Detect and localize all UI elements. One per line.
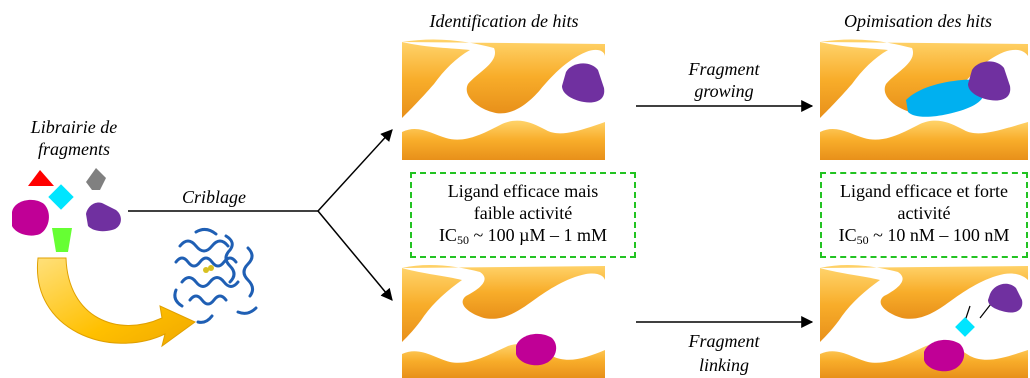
magenta-fragment: [12, 199, 49, 236]
pocket-optimised-top: [820, 39, 1028, 160]
opt-box-line2: activité: [897, 202, 951, 223]
hit-box-line1: Ligand efficace mais: [447, 180, 599, 201]
grey-fragment: [86, 168, 106, 190]
pocket-hit-top: [402, 39, 605, 160]
curved-yellow-arrow: [37, 257, 196, 348]
arrow-to-hit-top: [317, 129, 393, 212]
arrow-to-hit-bottom: [317, 210, 393, 301]
growing-label-line2: growing: [694, 81, 754, 101]
screening-label: Criblage: [182, 187, 247, 207]
pocket-hit-bottom: [402, 265, 605, 378]
pocket-optimised-bottom: [820, 265, 1028, 378]
hit-info-box: Ligand efficace mais faible activité IC5…: [410, 172, 636, 258]
growing-label-line1: Fragment: [688, 59, 760, 79]
hit-box-line2: faible activité: [473, 202, 573, 223]
opt-box-line1: Ligand efficace et forte: [839, 180, 1009, 201]
protein-structure: [173, 227, 258, 324]
red-triangle-fragment: [28, 170, 54, 186]
purple-fragment: [86, 202, 121, 232]
linking-label-line2: linking: [699, 355, 749, 375]
library-label-line2: fragments: [38, 139, 110, 159]
stage1-title: Identification de hits: [429, 11, 579, 31]
opt-box-ic50: IC50 ~ 10 nM – 100 nM: [838, 224, 1010, 247]
stage2-title: Opimisation des hits: [843, 11, 993, 31]
fragment-library: [12, 168, 121, 252]
optimised-info-box: Ligand efficace et forte activité IC50 ~…: [820, 172, 1028, 258]
linking-label-line1: Fragment: [688, 331, 760, 351]
library-label-line1: Librairie de: [30, 117, 118, 137]
hit-box-ic50: IC50 ~ 100 µM – 1 mM: [438, 224, 608, 247]
green-fragment: [52, 228, 72, 252]
cyan-square-fragment: [48, 184, 74, 210]
